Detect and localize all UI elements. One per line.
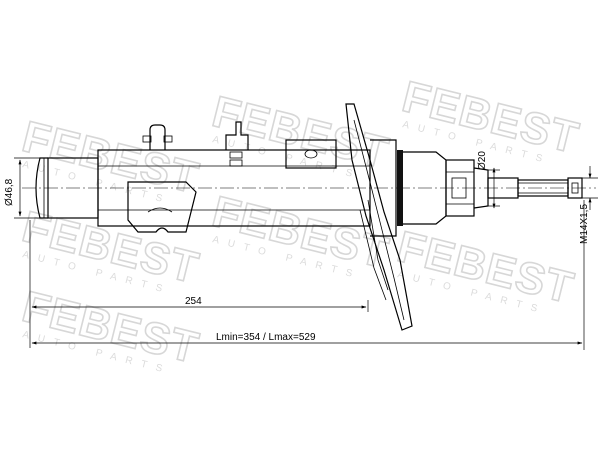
stabilizer-bracket-hole bbox=[147, 207, 173, 213]
dimension-body-diameter: Ø46,8 bbox=[4, 157, 40, 219]
upper-section bbox=[370, 139, 583, 237]
spring-seat-plate bbox=[345, 103, 413, 331]
dimension-thread: M14X1,5 bbox=[574, 166, 598, 244]
watermark: FEBEST AUTO PARTS bbox=[207, 186, 395, 281]
mount-length-label: 254 bbox=[185, 296, 202, 307]
main-tube bbox=[97, 149, 371, 227]
spring-seat-edge bbox=[353, 119, 405, 321]
dust-cap bbox=[445, 159, 475, 217]
hose-bracket-tab bbox=[163, 135, 173, 143]
watermark: FEBEST AUTO PARTS bbox=[17, 281, 205, 376]
body-diameter-label: Ø46,8 bbox=[4, 178, 15, 206]
hose-bracket-tab bbox=[142, 135, 152, 143]
seat-tab-hole bbox=[304, 149, 318, 159]
dimension-mount-length: 254 bbox=[29, 220, 369, 348]
sensor-bracket bbox=[225, 121, 249, 150]
upper-tube bbox=[370, 139, 397, 237]
spring-seat-rib bbox=[359, 209, 387, 301]
sensor-bracket-slot bbox=[229, 159, 243, 167]
shock-absorber bbox=[35, 121, 371, 233]
stabilizer-bracket bbox=[127, 181, 197, 233]
length-range-label: Lmin=354 / Lmax=529 bbox=[216, 332, 316, 343]
hex-tip-flat bbox=[571, 182, 579, 194]
spring-seat bbox=[345, 103, 413, 331]
watermark: FEBEST AUTO PARTS bbox=[397, 71, 585, 166]
seal-ring bbox=[397, 150, 403, 226]
dimension-length-range: Lmin=354 / Lmax=529 bbox=[31, 200, 585, 350]
thread-label: M14X1,5 bbox=[579, 204, 590, 244]
dimension-rod-diameter: Ø20 bbox=[477, 151, 500, 209]
rod-diameter-label: Ø20 bbox=[477, 151, 488, 170]
sensor-bracket-slot bbox=[229, 151, 243, 159]
watermark: FEBEST AUTO PARTS bbox=[207, 86, 395, 181]
hose-bracket bbox=[149, 124, 166, 150]
spring-seat-rib bbox=[367, 199, 389, 291]
watermark: FEBEST AUTO PARTS bbox=[392, 221, 580, 316]
dust-cap-lock bbox=[451, 177, 467, 199]
seat-tab bbox=[285, 139, 337, 169]
